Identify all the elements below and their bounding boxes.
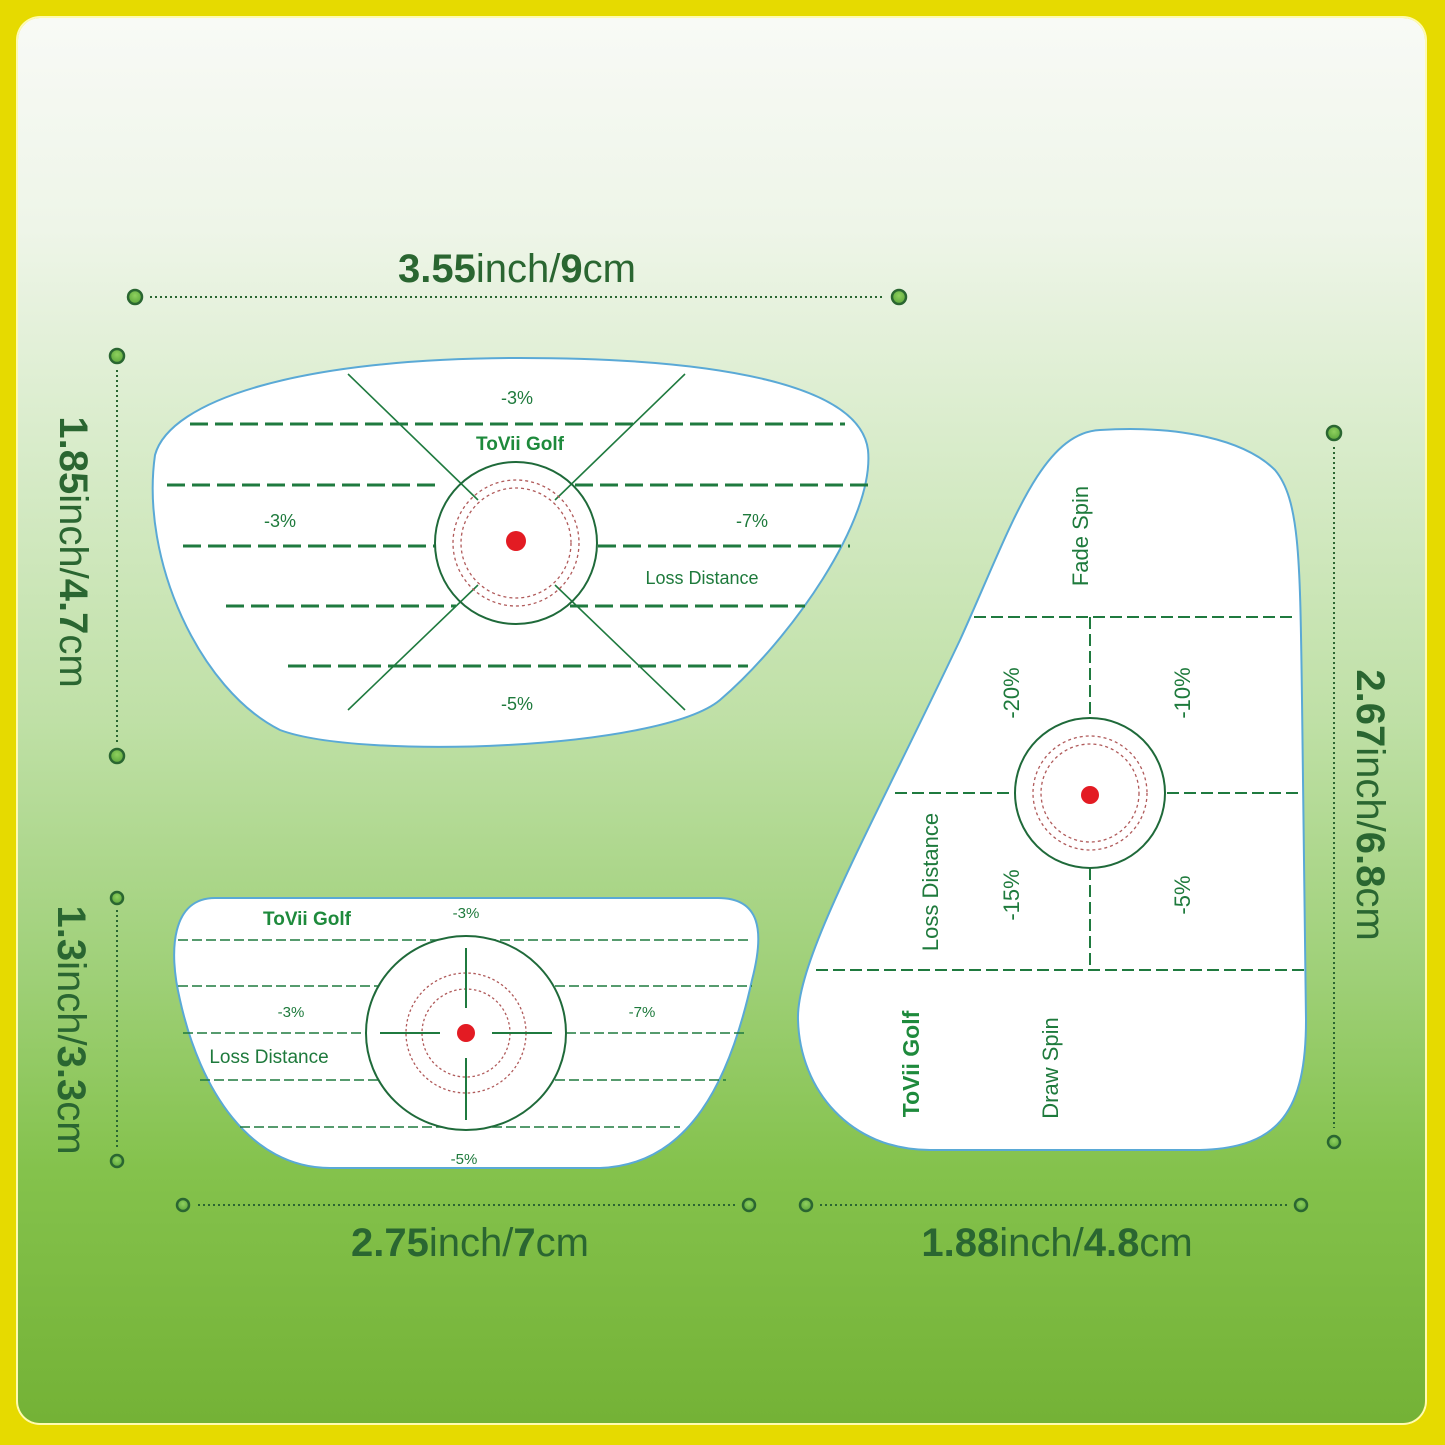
endpoint-dot-icon	[1293, 1197, 1309, 1213]
iron-top-left-loss-label: -20%	[999, 667, 1024, 718]
endpoint-dot-icon	[798, 1197, 814, 1213]
driver-height-label: 1.85inch/4.7cm	[51, 416, 95, 687]
endpoint-dot-icon	[109, 1153, 125, 1169]
driver-bottom-loss-label: -5%	[501, 694, 533, 714]
crosshair-icon	[380, 948, 552, 1120]
putter-height-label: 1.3inch/3.3cm	[49, 905, 93, 1154]
endpoint-dot-icon	[126, 288, 144, 306]
loss-distance-label: Loss Distance	[209, 1047, 328, 1068]
endpoint-dot-icon	[1326, 1134, 1342, 1150]
fade-spin-label: Fade Spin	[1068, 486, 1093, 586]
putter-left-loss-label: -3%	[278, 1004, 305, 1021]
sweet-spot-dot-icon	[506, 531, 526, 551]
putter-width-dimension: 2.75inch/7cm	[175, 1197, 757, 1265]
driver-sticker: -3% ToVii Golf -3% -7% Loss Distance -5%	[151, 356, 870, 748]
loss-distance-label: Loss Distance	[645, 568, 758, 588]
driver-sticker-outline	[151, 356, 870, 748]
endpoint-dot-icon	[175, 1197, 191, 1213]
endpoint-dot-icon	[1325, 424, 1343, 442]
putter-sticker: ToVii Golf -3% -3% -7% Loss Distance -5%	[173, 897, 760, 1169]
endpoint-dot-icon	[741, 1197, 757, 1213]
iron-top-right-loss-label: -10%	[1170, 667, 1195, 718]
brand-label: ToVii Golf	[898, 1010, 924, 1117]
iron-width-label: 1.88inch/4.8cm	[921, 1221, 1192, 1265]
putter-top-loss-label: -3%	[453, 905, 480, 922]
brand-label: ToVii Golf	[263, 909, 352, 930]
putter-bottom-loss-label: -5%	[451, 1151, 478, 1168]
endpoint-dot-icon	[890, 288, 908, 306]
endpoint-dot-icon	[108, 347, 126, 365]
driver-left-loss-label: -3%	[264, 511, 296, 531]
driver-width-label: 3.55inch/9cm	[398, 247, 636, 291]
brand-label: ToVii Golf	[476, 434, 565, 455]
iron-bottom-right-loss-label: -5%	[1170, 875, 1195, 914]
iron-sticker: Fade Spin -20% -10% Loss Distance -15% -…	[796, 428, 1308, 1151]
iron-width-dimension: 1.88inch/4.8cm	[798, 1197, 1309, 1265]
loss-distance-label: Loss Distance	[918, 813, 943, 951]
driver-width-dimension: 3.55inch/9cm	[126, 247, 908, 306]
sweet-spot-dot-icon	[1081, 786, 1099, 804]
putter-width-label: 2.75inch/7cm	[351, 1221, 589, 1265]
endpoint-dot-icon	[109, 890, 125, 906]
draw-spin-label: Draw Spin	[1038, 1017, 1063, 1118]
sweet-spot-dot-icon	[457, 1024, 475, 1042]
iron-height-label: 2.67inch/6.8cm	[1348, 669, 1392, 940]
driver-height-dimension: 1.85inch/4.7cm	[51, 347, 126, 765]
driver-top-loss-label: -3%	[501, 388, 533, 408]
putter-height-dimension: 1.3inch/3.3cm	[49, 890, 125, 1169]
endpoint-dot-icon	[108, 747, 126, 765]
target-ring	[1014, 717, 1166, 869]
target-ring	[434, 461, 598, 625]
iron-height-dimension: 2.67inch/6.8cm	[1325, 424, 1392, 1150]
putter-right-loss-label: -7%	[629, 1004, 656, 1021]
driver-right-loss-label: -7%	[736, 511, 768, 531]
iron-bottom-left-loss-label: -15%	[999, 869, 1024, 920]
